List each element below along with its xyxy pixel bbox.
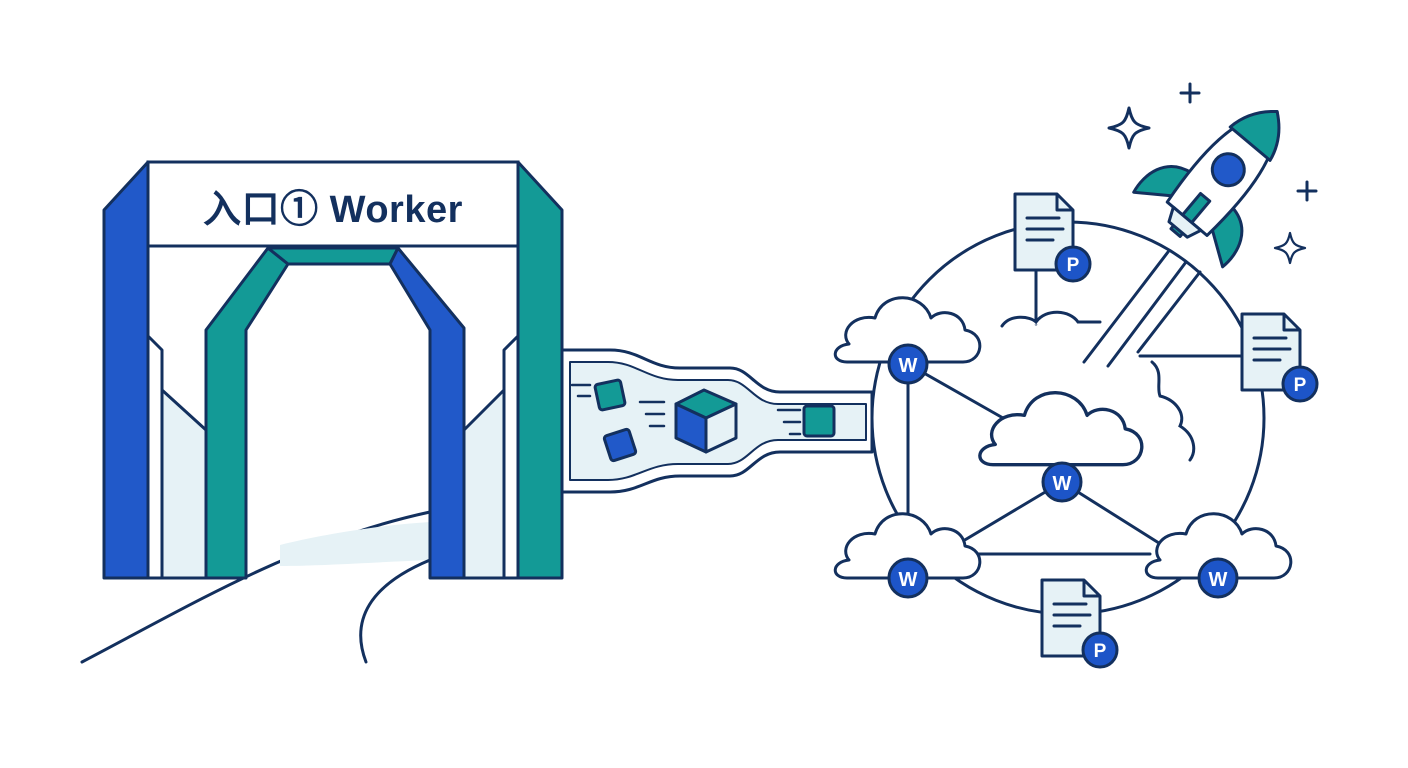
- cloud-icon: [978, 390, 1144, 467]
- plus-sparkle-icon: [1179, 82, 1201, 104]
- sparkle-icon: [1107, 106, 1151, 150]
- data-block-icon: [802, 404, 836, 438]
- document-icon: P: [1013, 192, 1092, 283]
- sparkle-icon: [1273, 231, 1307, 265]
- worker-node: W: [1041, 461, 1083, 503]
- svg-text:W: W: [899, 569, 918, 591]
- svg-text:P: P: [1294, 375, 1307, 396]
- svg-text:W: W: [899, 355, 918, 377]
- rocket-icon: [1082, 110, 1281, 368]
- plus-sparkle-icon: [1296, 180, 1318, 202]
- worker-network: W W W W P P P: [833, 192, 1319, 669]
- svg-text:W: W: [1053, 473, 1072, 495]
- worker-node: W: [887, 557, 929, 599]
- worker-node: W: [1197, 557, 1239, 599]
- svg-text:P: P: [1067, 255, 1080, 276]
- data-block-icon: [593, 378, 627, 412]
- data-block-icon: [602, 427, 638, 463]
- data-pipeline: [560, 348, 874, 494]
- document-icon: P: [1040, 578, 1119, 669]
- document-icon: P: [1240, 312, 1319, 403]
- svg-text:W: W: [1209, 569, 1228, 591]
- gate-icon: [80, 160, 564, 664]
- svg-text:P: P: [1094, 641, 1107, 662]
- worker-node: W: [887, 343, 929, 385]
- data-cube-icon: [674, 388, 738, 454]
